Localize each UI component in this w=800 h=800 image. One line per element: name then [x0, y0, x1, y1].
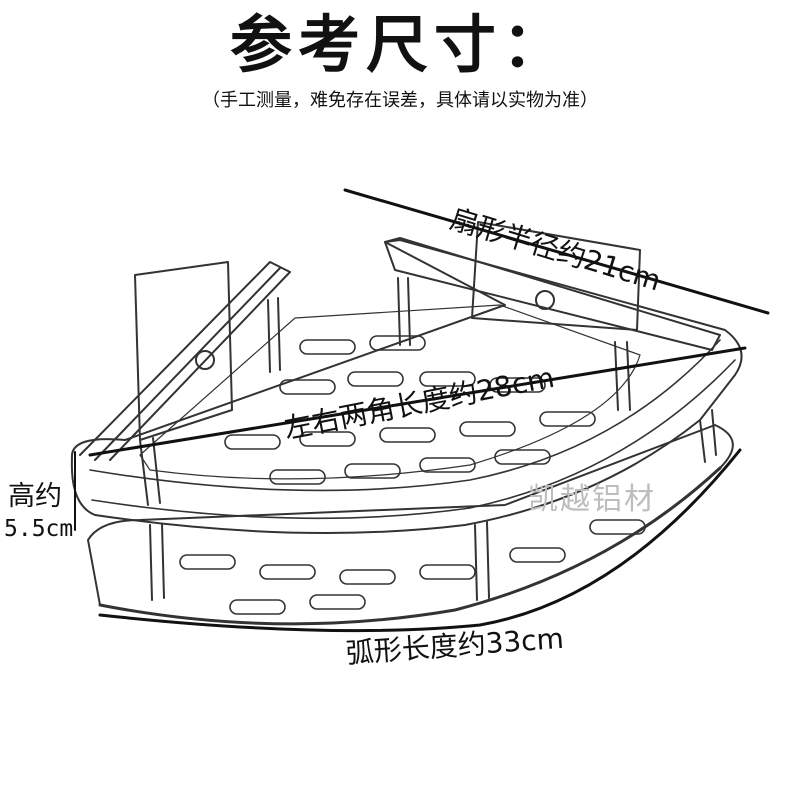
arc-dimension-line — [98, 448, 742, 633]
height-value: 5.5cm — [4, 516, 74, 542]
right-bolt — [535, 290, 555, 310]
lower-tray — [87, 424, 734, 625]
page-title: 参考尺寸： — [229, 8, 570, 81]
upper-drain-slots — [224, 335, 596, 485]
left-suction-plate — [134, 261, 233, 441]
lower-drain-slots — [179, 519, 646, 615]
radius-dimension-line — [343, 188, 770, 315]
watermark: 凯越铝材 — [528, 482, 656, 517]
right-suction-plate — [471, 221, 641, 331]
corner-dimension-line — [88, 346, 747, 457]
right-back-rail — [384, 237, 721, 351]
height-label: 高约 — [8, 481, 62, 512]
left-bolt — [195, 350, 215, 370]
measurement-note: （手工测量，难免存在误差，具体请以实物为准） — [202, 90, 598, 111]
